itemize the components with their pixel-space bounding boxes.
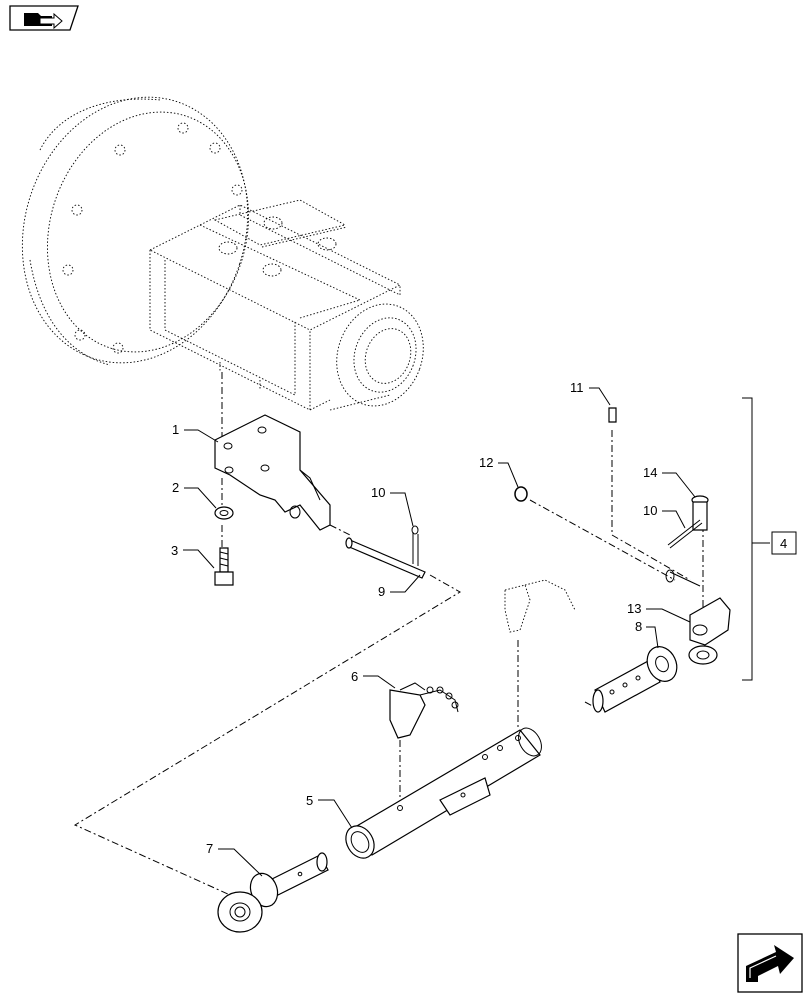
part-1-bracket — [214, 414, 331, 531]
callout-9: 9 — [378, 584, 385, 599]
part-9-pin — [345, 525, 426, 579]
callout-3: 3 — [171, 543, 178, 558]
part-3-bolt — [214, 547, 234, 586]
part-6-ghost — [504, 579, 576, 633]
axle-housing — [21, 96, 424, 411]
callout-7: 7 — [206, 841, 213, 856]
callout-1: 1 — [172, 422, 179, 437]
callout-14: 14 — [643, 465, 657, 480]
part-10-clip — [667, 519, 703, 549]
part-11-pin — [608, 407, 617, 423]
part-13-clevis — [665, 569, 731, 665]
part-5-tube — [345, 727, 542, 859]
callout-5: 5 — [306, 793, 313, 808]
callout-10: 10 — [643, 503, 657, 518]
callout-6: 6 — [351, 669, 358, 684]
callout-10: 10 — [371, 485, 385, 500]
callout-8: 8 — [635, 619, 642, 634]
part-2-washer — [214, 506, 234, 520]
part-8-eye-end — [592, 646, 678, 713]
next-page-arrow-icon — [737, 933, 803, 993]
callout-2: 2 — [172, 480, 179, 495]
callout-11: 11 — [570, 380, 584, 395]
callout-12: 12 — [479, 455, 493, 470]
part-12-ring — [514, 486, 528, 502]
callout-13: 13 — [627, 601, 641, 616]
next-page-button[interactable] — [736, 932, 804, 994]
folder-arrow-icon — [9, 5, 79, 31]
previous-page-button[interactable] — [8, 4, 80, 32]
part-6-clip-chain — [389, 682, 459, 739]
part-7-ball-end — [217, 852, 329, 933]
callout-4: 4 — [780, 536, 787, 551]
